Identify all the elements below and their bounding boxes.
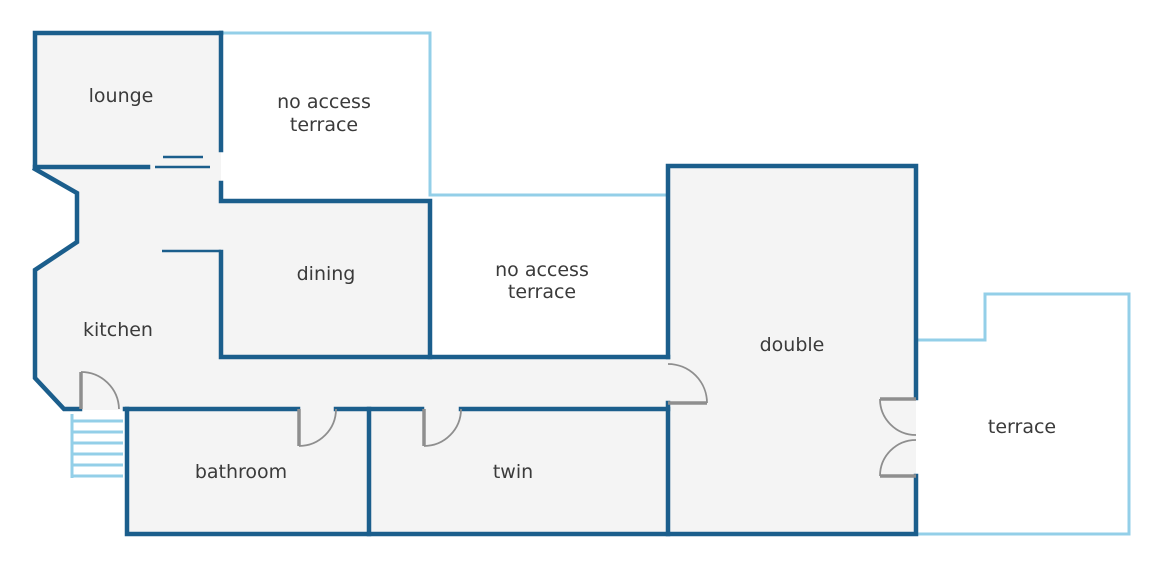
label-terrace-mid-line1: no access bbox=[495, 259, 589, 281]
label-terrace-mid-line2: terrace bbox=[508, 281, 576, 303]
stairs bbox=[70, 414, 123, 478]
door-bathroom-arc bbox=[298, 408, 337, 447]
outer-wall-west bbox=[32, 30, 224, 170]
double-walls bbox=[665, 163, 919, 401]
walls bbox=[31, 30, 919, 537]
doors bbox=[79, 363, 917, 478]
bathroom-walls bbox=[124, 406, 372, 537]
twin-fill bbox=[369, 409, 668, 534]
label-dining: dining bbox=[297, 263, 356, 285]
interior-fill bbox=[35, 33, 916, 534]
terrace-right-outline bbox=[916, 292, 1131, 536]
door-kitchen-stairs-arc bbox=[80, 371, 120, 410]
door-double-arc bbox=[667, 363, 708, 404]
room-labels: lounge no access terrace dining no acces… bbox=[83, 85, 1056, 483]
outdoor-areas bbox=[221, 31, 1131, 536]
label-kitchen: kitchen bbox=[83, 319, 153, 341]
label-double: double bbox=[760, 334, 825, 356]
label-terrace-top-line1: no access bbox=[277, 91, 371, 113]
door-terrace-2-arc bbox=[879, 439, 917, 477]
double-fill bbox=[668, 166, 916, 534]
terrace-top-outline bbox=[221, 31, 668, 197]
label-twin: twin bbox=[493, 461, 533, 483]
kitchen-bay-wall bbox=[31, 165, 83, 412]
label-lounge: lounge bbox=[89, 85, 154, 107]
label-terrace-top-line2: terrace bbox=[290, 114, 358, 136]
door-terrace-1-arc bbox=[879, 398, 917, 436]
door-twin-arc bbox=[423, 408, 462, 447]
dining-north-wall bbox=[218, 180, 433, 360]
dining-fill bbox=[221, 202, 430, 357]
double-walls-lower bbox=[665, 400, 919, 537]
dining-south-wall bbox=[218, 249, 671, 360]
label-bathroom: bathroom bbox=[195, 461, 287, 483]
lounge-kitchen-corridor-fill bbox=[35, 33, 668, 410]
label-terrace: terrace bbox=[988, 416, 1056, 438]
